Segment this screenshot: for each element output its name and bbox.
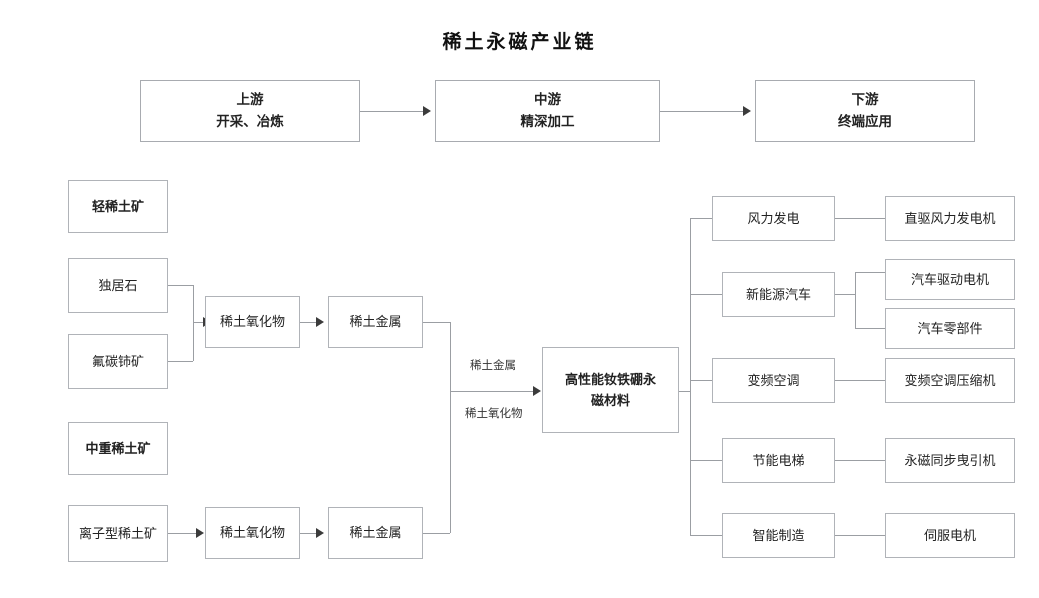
connector-metals-to-magnet <box>450 391 533 392</box>
arrowhead-upstream-to-midstream <box>423 106 431 116</box>
product-box-inverter-ac-compressor: 变频空调压缩机 <box>885 358 1015 403</box>
bracket-metal-top-stub <box>423 322 450 323</box>
app-box-smart-manufacturing: 智能制造 <box>722 513 835 558</box>
process-box-rare-earth-oxide-bottom: 稀土氧化物 <box>205 507 300 559</box>
connector-oxide-to-metal-top <box>300 322 316 323</box>
ore-box-bastnaesite: 氟碳铈矿 <box>68 334 168 389</box>
connector-smart-manufacturing-to-product <box>835 535 885 536</box>
bracket-light-bottom-stub <box>168 361 193 362</box>
process-box-rare-earth-metal-top: 稀土金属 <box>328 296 423 348</box>
group-box-medium-heavy-rare-earth-ore: 中重稀土矿 <box>68 422 168 475</box>
app-box-energy-saving-elevator: 节能电梯 <box>722 438 835 483</box>
group-box-light-rare-earth-ore: 轻稀土矿 <box>68 180 168 233</box>
downstream-bus-spine <box>690 218 691 536</box>
ore-box-monazite: 独居石 <box>68 258 168 313</box>
bracket-light-top-stub <box>168 285 193 286</box>
stage-downstream-line2: 终端应用 <box>838 113 892 129</box>
page-title: 稀土永磁产业链 <box>442 32 597 53</box>
app-box-new-energy-vehicle: 新能源汽车 <box>722 272 835 317</box>
bus-stub-smart-manufacturing <box>690 535 722 536</box>
product-box-servo-motor: 伺服电机 <box>885 513 1015 558</box>
product-box-vehicle-drive-motor: 汽车驱动电机 <box>885 259 1015 300</box>
bus-stub-inverter-ac <box>690 380 712 381</box>
product-box-permanent-magnet-traction-machine: 永磁同步曳引机 <box>885 438 1015 483</box>
stage-midstream-line1: 中游 <box>534 92 561 108</box>
magnet-material-line2: 磁材料 <box>590 392 630 408</box>
arrowhead-oxide-to-metal-top <box>316 317 324 327</box>
arrowhead-midstream-to-downstream <box>743 106 751 116</box>
connector-midstream-to-downstream <box>660 111 743 112</box>
stage-upstream-line2: 开采、冶炼 <box>216 113 284 129</box>
process-box-rare-earth-metal-bottom: 稀土金属 <box>328 507 423 559</box>
connector-upstream-to-midstream <box>360 111 423 112</box>
stage-upstream-line1: 上游 <box>236 92 264 108</box>
connector-ion-ore-to-oxide <box>168 533 196 534</box>
magnet-material-line1: 高性能钕铁硼永 <box>564 371 656 387</box>
edge-label-rare-earth-metal: 稀土金属 <box>470 360 516 372</box>
bus-stub-energy-saving-elevator <box>690 460 722 461</box>
stage-box-downstream: 下游 终端应用 <box>755 80 975 142</box>
app-box-inverter-ac: 变频空调 <box>712 358 835 403</box>
arrowhead-ion-ore-to-oxide <box>196 528 204 538</box>
connector-wind-power-to-product <box>835 218 885 219</box>
app-box-wind-power: 风力发电 <box>712 196 835 241</box>
ore-box-ion-adsorption: 离子型稀土矿 <box>68 505 168 562</box>
edge-label-rare-earth-oxide: 稀土氧化物 <box>465 408 523 420</box>
bracket-nev-stub-top <box>855 272 885 273</box>
bracket-nev-spine <box>855 272 856 328</box>
stage-downstream-line1: 下游 <box>851 92 879 108</box>
stage-box-upstream: 上游 开采、冶炼 <box>140 80 360 142</box>
connector-nev-to-bracket <box>835 294 855 295</box>
bracket-metal-bottom-stub <box>423 533 450 534</box>
bracket-metal-spine <box>450 322 451 533</box>
bus-stub-wind-power <box>690 218 712 219</box>
bracket-light-outlet <box>193 322 203 323</box>
stage-midstream-line2: 精深加工 <box>520 113 575 129</box>
bracket-light-spine <box>193 285 194 361</box>
connector-elevator-to-product <box>835 460 885 461</box>
bracket-nev-stub-bottom <box>855 328 885 329</box>
arrowhead-oxide-to-metal-bottom <box>316 528 324 538</box>
arrowhead-metals-to-magnet <box>533 386 541 396</box>
stage-box-midstream: 中游 精深加工 <box>435 80 660 142</box>
process-box-rare-earth-oxide-top: 稀土氧化物 <box>205 296 300 348</box>
bus-stub-new-energy-vehicle <box>690 294 722 295</box>
connector-inverter-ac-to-product <box>835 380 885 381</box>
product-box-auto-parts: 汽车零部件 <box>885 308 1015 349</box>
connector-magnet-to-bus <box>679 391 690 392</box>
connector-oxide-to-metal-bottom <box>300 533 316 534</box>
product-box-direct-drive-wind-generator: 直驱风力发电机 <box>885 196 1015 241</box>
magnet-material-box: 高性能钕铁硼永 磁材料 <box>542 347 679 433</box>
